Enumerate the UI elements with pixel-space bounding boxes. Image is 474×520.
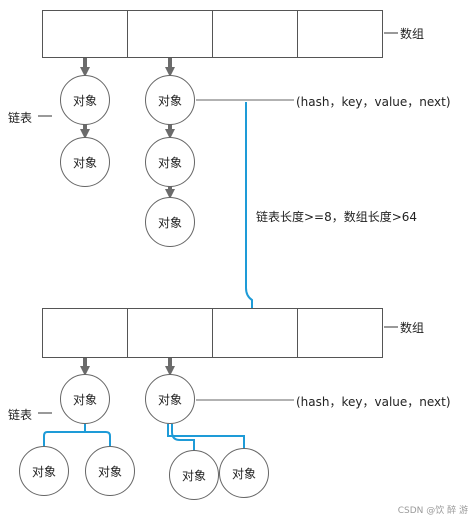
transition-line xyxy=(245,102,253,308)
node-top-4: 对象 xyxy=(145,137,195,187)
node-bottom-1: 对象 xyxy=(60,374,110,424)
node-bottom-2: 对象 xyxy=(145,374,195,424)
node-top-3: 对象 xyxy=(145,75,195,125)
node-bottom-5: 对象 xyxy=(169,450,219,500)
array-cell-top-1 xyxy=(42,10,128,58)
array-label-bottom: 数组 xyxy=(400,321,425,335)
tree-line-right xyxy=(167,424,245,452)
watermark: CSDN @饮 醉 游 xyxy=(397,506,468,516)
node-top-5: 对象 xyxy=(145,197,195,247)
node-bottom-4: 对象 xyxy=(85,446,135,496)
node-bottom-3: 对象 xyxy=(19,446,69,496)
list-label-top: 链表 xyxy=(8,111,33,125)
node-bottom-6: 对象 xyxy=(219,448,269,498)
condition-label: 链表长度>=8，数组长度>64 xyxy=(256,210,418,224)
array-cell-top-4 xyxy=(297,10,383,58)
array-cell-bottom-1 xyxy=(42,308,128,358)
array-cell-top-3 xyxy=(212,10,298,58)
array-cell-top-2 xyxy=(127,10,213,58)
array-cell-bottom-4 xyxy=(297,308,383,358)
array-cell-bottom-3 xyxy=(212,308,298,358)
tree-line-left xyxy=(43,424,111,446)
array-cell-bottom-2 xyxy=(127,308,213,358)
list-label-bottom: 链表 xyxy=(8,408,33,422)
node-top-1: 对象 xyxy=(60,75,110,125)
array-label-top: 数组 xyxy=(400,27,425,41)
tuple-label-top: (hash，key，value，next) xyxy=(296,95,451,109)
node-top-2: 对象 xyxy=(60,137,110,187)
tuple-label-bottom: (hash，key，value，next) xyxy=(296,395,451,409)
